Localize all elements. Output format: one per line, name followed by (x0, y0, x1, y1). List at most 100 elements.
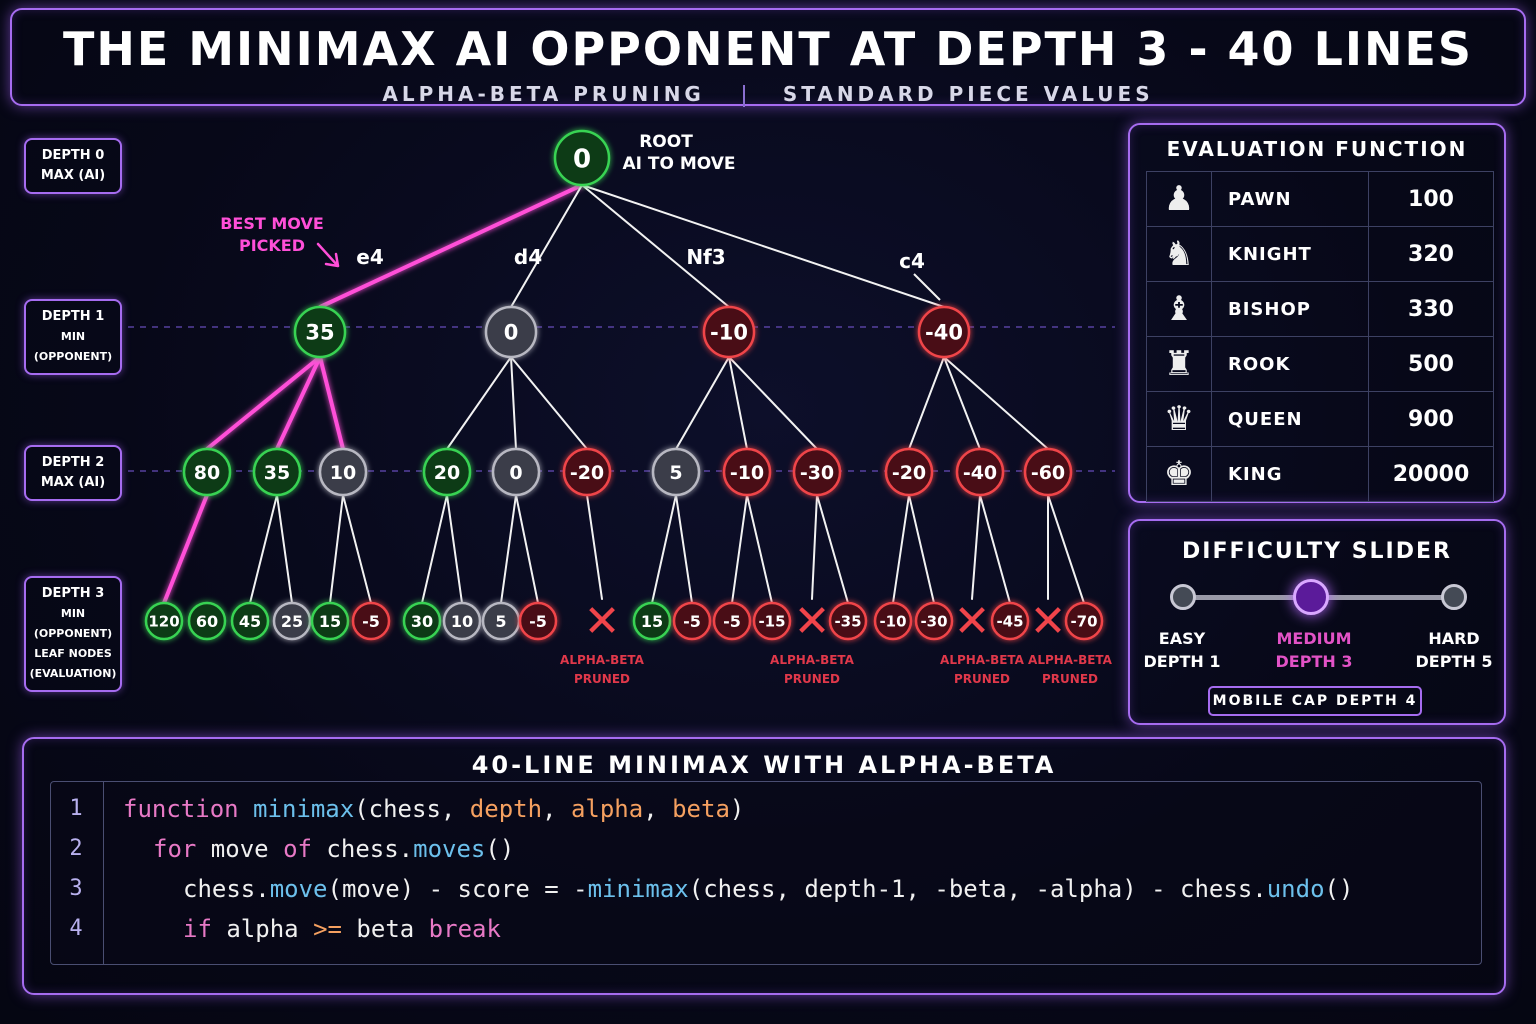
edge-depth2-to-leaf (249, 494, 278, 604)
depth2-node-value: 80 (194, 462, 220, 484)
edge-depth2-to-leaf (811, 494, 818, 600)
leaf-node (1064, 601, 1104, 641)
depth2-node-value: -10 (730, 462, 764, 484)
code-token: (chess, depth-1, -beta, -alpha) - chess. (688, 875, 1267, 903)
header-panel: THE MINIMAX AI OPPONENT AT DEPTH 3 - 40 … (10, 8, 1526, 107)
pruned-label: PRUNED (574, 672, 630, 686)
piece-value: 20000 (1368, 446, 1494, 502)
pruned-label: ALPHA-BETA (770, 653, 855, 667)
edge-depth1-to-depth2 (728, 356, 748, 450)
bishop-icon: ♝ (1146, 281, 1212, 337)
depth2-node-value: -30 (800, 462, 834, 484)
pruned-x-icon: ✕ (1030, 596, 1067, 647)
edge-depth2-to-leaf (1047, 494, 1085, 604)
leaf-node (672, 601, 712, 641)
level-name: HARD (1428, 629, 1480, 648)
depth2-node (318, 447, 368, 497)
depth-label-0: DEPTH 0 MAX (AI) (24, 138, 122, 194)
depth-label-line: DEPTH 0 (41, 148, 105, 163)
depth1-node (702, 305, 756, 359)
edge-depth2-to-leaf (979, 494, 1011, 604)
code-token: beta (672, 795, 730, 823)
leaf-node-value: -45 (996, 612, 1023, 630)
code-panel: 40-LINE MINIMAX WITH ALPHA-BETA 1 2 3 4 … (22, 737, 1506, 995)
code-line: if alpha >= beta break (183, 915, 501, 943)
code-token: undo (1266, 875, 1325, 903)
slider-stop-easy[interactable] (1170, 584, 1196, 610)
difficulty-title: DIFFICULTY SLIDER (1182, 539, 1452, 564)
code-token: move (196, 835, 284, 863)
piece-value: 330 (1368, 281, 1494, 337)
code-token: alpha (570, 795, 644, 823)
code-token (239, 795, 253, 823)
depth1-node-value: -40 (925, 321, 963, 345)
edge-depth2-to-leaf (421, 494, 448, 604)
leaf-node (712, 601, 752, 641)
depth2-node-value: 0 (509, 462, 522, 484)
leaf-node-value: 30 (411, 612, 433, 631)
piece-value: 320 (1368, 226, 1494, 282)
edge-depth2-to-leaf (675, 494, 693, 604)
depth2-node (562, 447, 612, 497)
slider-stop-hard[interactable] (1441, 584, 1467, 610)
best-move-note: PICKED (239, 236, 305, 255)
edge-depth2-to-leaf (329, 494, 344, 604)
depth-label-2: DEPTH 2 MAX (AI) (24, 445, 122, 501)
code-title: 40-LINE MINIMAX WITH ALPHA-BETA (471, 751, 1057, 779)
line-number: 4 (69, 916, 83, 941)
code-token: , (643, 795, 673, 823)
edge-depth1-to-depth2 (728, 356, 818, 450)
edge-depth2-to-leaf (816, 494, 849, 604)
depth-label-line: MIN (OPPONENT) (33, 330, 113, 363)
leaf-node (272, 601, 312, 641)
depth2-node-value: -40 (963, 462, 997, 484)
code-token: minimax (253, 795, 355, 823)
depth1-node (484, 305, 538, 359)
depth-label-line: MIN (OPPONENT) (33, 607, 113, 640)
code-line: chess.move(move) - score = -minimax(ches… (183, 875, 1353, 903)
depth2-node (884, 447, 934, 497)
pruned-label: PRUNED (954, 672, 1010, 686)
pruned-x-icon: ✕ (954, 596, 991, 647)
piece-name: QUEEN (1211, 391, 1369, 447)
code-token: >= (313, 915, 342, 943)
leaf-node-value: -35 (834, 612, 861, 630)
rook-icon: ♜ (1146, 336, 1212, 392)
slider-knob-medium[interactable] (1293, 579, 1329, 615)
edge-depth1-to-depth2 (908, 356, 945, 450)
leaf-node-value: -10 (879, 612, 906, 630)
leaf-node (187, 601, 227, 641)
depth-label-line: LEAF NODES (34, 647, 112, 660)
depth-label-line: MAX (AI) (40, 168, 106, 183)
edge-depth2-to-leaf (500, 494, 517, 604)
edge-depth1-to-depth2 (275, 355, 322, 451)
leaf-node-value: -5 (529, 612, 547, 631)
root-caption: ROOT (639, 132, 693, 152)
subtitle-left: ALPHA-BETA PRUNING (382, 82, 705, 106)
edge-depth2-to-leaf (446, 494, 463, 604)
leaf-node (144, 601, 184, 641)
code-token: minimax (587, 875, 689, 903)
leaf-node (351, 601, 391, 641)
knight-icon: ♞ (1146, 226, 1212, 282)
leaf-node (990, 601, 1030, 641)
leaf-node-value: -70 (1070, 612, 1097, 630)
move-label-pointer (913, 273, 941, 301)
edge-depth2-to-leaf (276, 494, 293, 604)
depth2-node-value: -20 (570, 462, 604, 484)
level-easy[interactable]: EASY DEPTH 1 (1122, 627, 1242, 673)
king-icon: ♚ (1146, 446, 1212, 502)
level-name: EASY (1158, 629, 1206, 648)
depth2-node-value: -20 (892, 462, 926, 484)
piece-name: PAWN (1211, 171, 1369, 227)
edge-depth2-to-leaf (971, 494, 981, 600)
level-depth: DEPTH 1 (1143, 652, 1221, 671)
